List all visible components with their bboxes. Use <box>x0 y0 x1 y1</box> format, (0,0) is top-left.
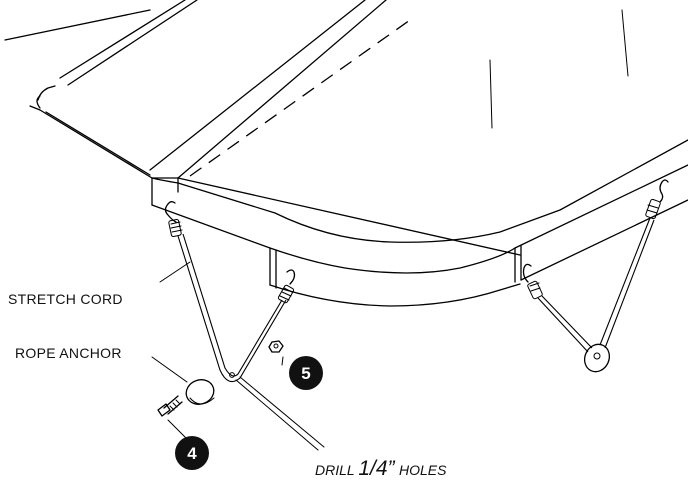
right-stretch-cord <box>522 179 669 373</box>
leader-lines <box>151 261 325 451</box>
callout-4-badge: 4 <box>175 436 209 470</box>
drill-suffix: HOLES <box>399 462 447 478</box>
rope-anchor-label: ROPE ANCHOR <box>15 345 122 361</box>
drill-holes-label: DRILL 1/4” HOLES <box>315 457 447 480</box>
back-cover-panel <box>4 0 198 179</box>
drill-prefix: DRILL <box>315 462 358 478</box>
rope-anchor-part <box>185 379 215 405</box>
nut-part <box>268 340 284 353</box>
cover-front-skirt <box>151 139 688 307</box>
stretch-cord-label: STRETCH CORD <box>8 291 123 307</box>
drill-size: 1/4” <box>358 457 395 480</box>
left-stretch-cord <box>164 201 296 383</box>
callout-5-number: 5 <box>301 364 310 383</box>
callout-4-number: 4 <box>187 444 197 463</box>
cover-top-surface <box>149 0 629 256</box>
bolt-part <box>157 395 183 417</box>
callout-5-badge: 5 <box>289 356 323 390</box>
